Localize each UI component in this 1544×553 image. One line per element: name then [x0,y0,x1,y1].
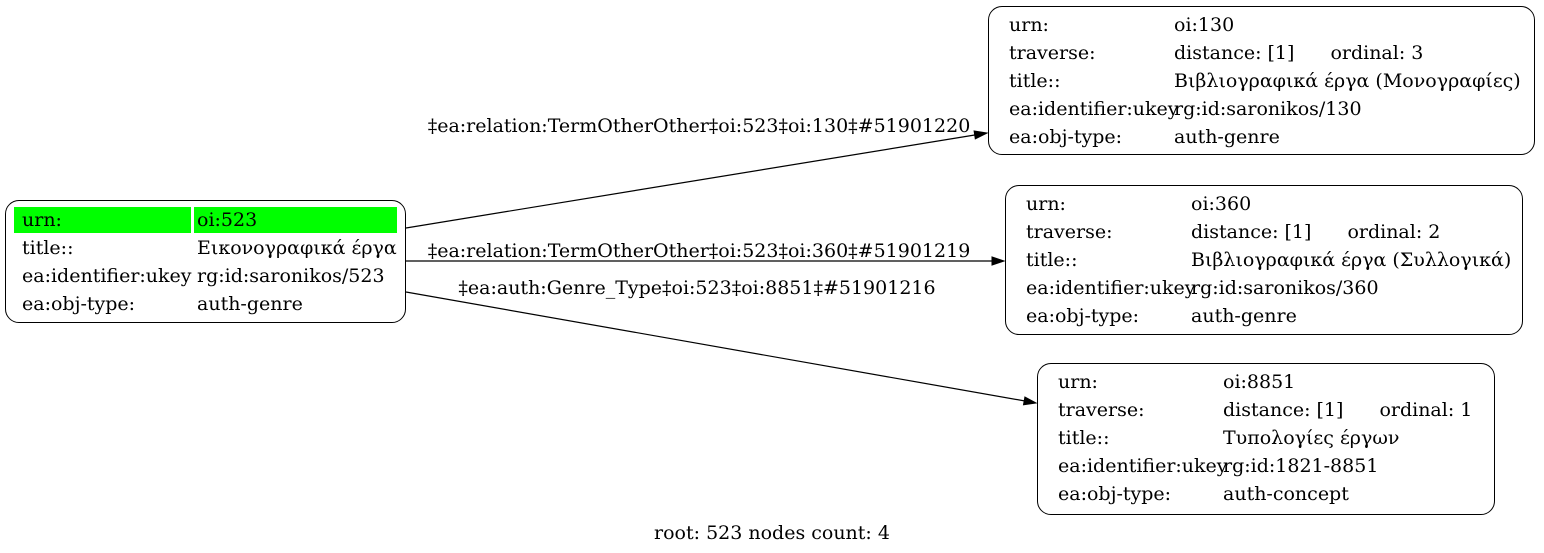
field-label: ea:identifier:ukey [1058,455,1228,477]
edge-1-label: ‡ea:relation:TermOtherOther‡oi:523‡oi:13… [427,115,971,137]
field-label: title:: [1058,427,1110,449]
field-row-urn: urn: oi:130 [1001,11,1522,39]
field-label: ea:obj-type: [1058,483,1172,505]
node-oi-360: urn: oi:360 traverse: distance: [1] ordi… [1005,185,1523,335]
field-value: rg:id:saronikos/130 [1174,98,1362,120]
edge-2-label: ‡ea:relation:TermOtherOther‡oi:523‡oi:36… [427,240,971,262]
field-row-title: title:: Βιβλιογραφικά έργα (Μονογραφίες) [1001,67,1522,95]
edge-arrow-2 [406,256,1006,266]
edge-arrow-1 [405,130,989,229]
field-row-objtype: ea:obj-type: auth-genre [1018,302,1510,330]
field-value: distance: [1] [1191,221,1312,243]
field-row-identifier: ea:identifier:ukey rg:id:saronikos/360 [1018,274,1510,302]
field-value: Βιβλιογραφικά έργα (Συλλογικά) [1191,249,1512,271]
field-label: ea:identifier:ukey [22,265,192,287]
field-value: oi:130 [1174,14,1235,36]
field-row-identifier: ea:identifier:ukey rg:id:saronikos/130 [1001,95,1522,123]
field-row-objtype: ea:obj-type: auth-concept [1050,480,1482,508]
field-row-identifier: ea:identifier:ukey rg:id:1821-8851 [1050,452,1482,480]
field-row-title: title:: Εικονογραφικά έργα [14,234,397,262]
field-row-identifier: ea:identifier:ukey rg:id:saronikos/523 [14,262,397,290]
field-row-objtype: ea:obj-type: auth-genre [14,290,397,318]
edge-3-label: ‡ea:auth:Genre_Type‡oi:523‡oi:8851‡#5190… [458,277,936,299]
field-row-urn: urn: oi:8851 [1050,368,1482,396]
footer-label: root: 523 nodes count: 4 [654,522,890,544]
field-value: oi:523 [194,207,397,233]
field-value: rg:id:1821-8851 [1223,455,1379,477]
field-row-objtype: ea:obj-type: auth-genre [1001,123,1522,151]
field-label: title:: [1026,249,1078,271]
field-label: ea:obj-type: [1026,305,1140,327]
field-label: urn: [14,207,191,233]
node-oi-8851: urn: oi:8851 traverse: distance: [1] ord… [1037,363,1495,515]
field-value: rg:id:saronikos/523 [197,265,385,287]
node-oi-523: urn: oi:523 title:: Εικονογραφικά έργα e… [5,200,406,323]
field-label: traverse: [1058,399,1145,421]
node-oi-130: urn: oi:130 traverse: distance: [1] ordi… [988,6,1535,155]
field-row-title: title:: Βιβλιογραφικά έργα (Συλλογικά) [1018,246,1512,274]
field-value: oi:360 [1191,193,1252,215]
field-label: ea:obj-type: [22,293,136,315]
field-value: Τυπολογίες έργων [1223,427,1400,449]
field-value: Εικονογραφικά έργα [197,237,397,259]
field-label: ea:identifier:ukey [1026,277,1196,299]
field-value: auth-concept [1223,483,1349,505]
field-value: auth-genre [1191,305,1297,327]
field-value: auth-genre [197,293,303,315]
field-label: urn: [1058,371,1098,393]
field-label: traverse: [1009,42,1096,64]
field-value-ordinal: ordinal: 1 [1379,399,1473,421]
field-value: Βιβλιογραφικά έργα (Μονογραφίες) [1174,70,1521,92]
field-value: distance: [1] [1174,42,1295,64]
field-row-urn: urn: oi:523 [14,206,397,234]
field-label: title:: [1009,70,1061,92]
field-row-traverse: traverse: distance: [1] ordinal: 3 [1001,39,1522,67]
field-row-urn: urn: oi:360 [1018,190,1510,218]
edge-arrow-3 [405,291,1038,406]
field-label: ea:obj-type: [1009,126,1123,148]
field-value: auth-genre [1174,126,1280,148]
field-value-ordinal: ordinal: 2 [1347,221,1441,243]
field-value-ordinal: ordinal: 3 [1330,42,1424,64]
field-label: urn: [1009,14,1049,36]
field-value: rg:id:saronikos/360 [1191,277,1379,299]
field-label: ea:identifier:ukey [1009,98,1179,120]
field-row-traverse: traverse: distance: [1] ordinal: 2 [1018,218,1510,246]
field-row-traverse: traverse: distance: [1] ordinal: 1 [1050,396,1482,424]
field-row-title: title:: Τυπολογίες έργων [1050,424,1482,452]
field-value: distance: [1] [1223,399,1344,421]
field-value: oi:8851 [1223,371,1296,393]
field-label: traverse: [1026,221,1113,243]
field-label: title:: [22,237,74,259]
field-label: urn: [1026,193,1066,215]
